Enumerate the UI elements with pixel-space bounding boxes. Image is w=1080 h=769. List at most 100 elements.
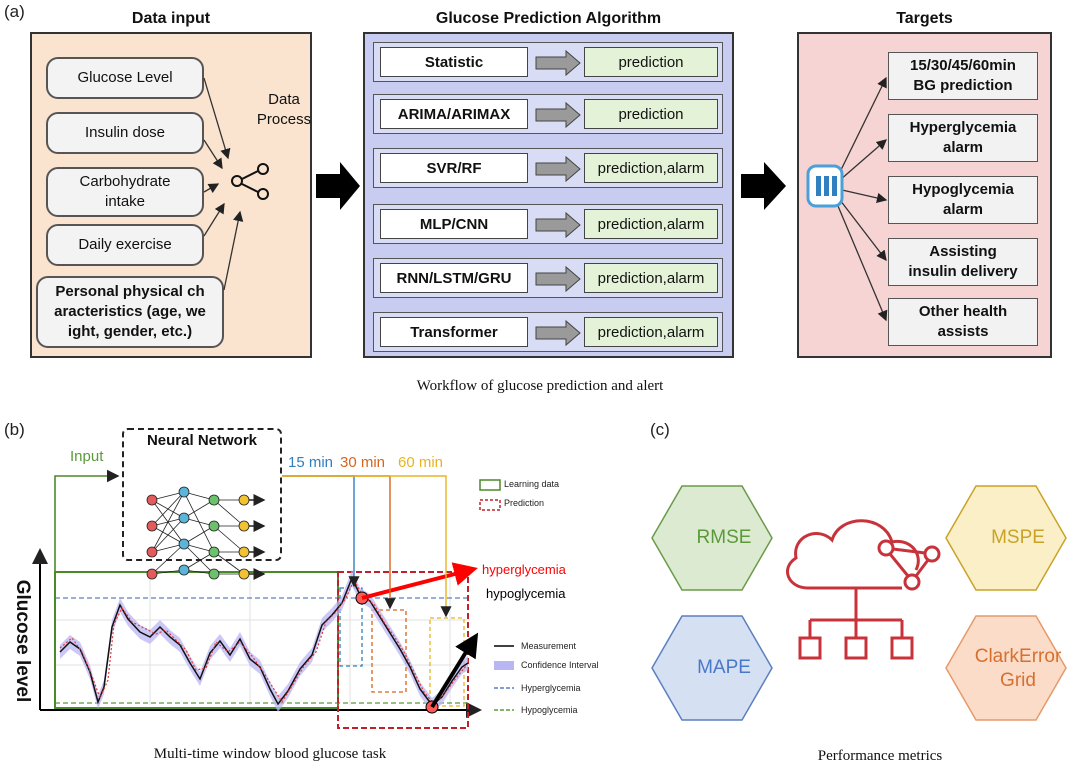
algo-output: prediction,alarm bbox=[584, 263, 718, 293]
algo-row-arima: ARIMA/ARIMAX prediction bbox=[373, 94, 723, 134]
algo-name: Transformer bbox=[380, 317, 528, 347]
input-label-line: Personal physical ch bbox=[55, 283, 205, 300]
workflow-graphics bbox=[203, 49, 888, 347]
share-icon bbox=[231, 163, 269, 200]
hex-rmse bbox=[651, 485, 773, 591]
horizon-15-connector bbox=[282, 475, 360, 588]
algo-arrows bbox=[535, 49, 581, 347]
algo-name: Statistic bbox=[380, 47, 528, 77]
target-arrows bbox=[837, 76, 888, 322]
algo-row-transformer: Transformer prediction,alarm bbox=[373, 312, 723, 352]
hex-mspe bbox=[945, 485, 1067, 591]
target-line: insulin delivery bbox=[908, 263, 1018, 280]
horizon-60: 60 min bbox=[398, 454, 444, 471]
caption-c: Performance metrics bbox=[817, 748, 943, 764]
target-line: Assisting bbox=[929, 243, 997, 260]
data-process-label: Data Process bbox=[256, 91, 312, 128]
input-personal-characteristics: Personal physical ch aracteristics (age,… bbox=[36, 276, 224, 348]
target-other-health: Other health assists bbox=[888, 298, 1038, 346]
input-label-line: intake bbox=[104, 193, 146, 210]
input-label: Glucose Level bbox=[77, 69, 173, 86]
legend-prediction-swatch bbox=[479, 499, 501, 511]
targets-title: Targets bbox=[896, 10, 953, 27]
algo-name: ARIMA/ARIMAX bbox=[380, 99, 528, 129]
target-bg-prediction: 15/30/45/60min BG prediction bbox=[888, 52, 1038, 100]
hex-mape bbox=[651, 615, 773, 721]
legend-measurement: Measurement bbox=[521, 641, 577, 651]
target-line: Hypoglycemia bbox=[912, 181, 1014, 198]
algo-output: prediction,alarm bbox=[584, 153, 718, 183]
target-hyperglycemia-alarm: Hyperglycemia alarm bbox=[888, 114, 1038, 162]
target-line: 15/30/45/60min bbox=[910, 57, 1016, 74]
legend-confidence: Confidence Interval bbox=[521, 660, 599, 670]
target-hypoglycemia-alarm: Hypoglycemia alarm bbox=[888, 176, 1038, 224]
data-input-title: Data input bbox=[131, 10, 211, 27]
metric-clarke-line: Grid bbox=[1000, 670, 1036, 691]
target-line: alarm bbox=[942, 139, 984, 156]
cloud-network-icon bbox=[786, 519, 941, 660]
algo-output: prediction bbox=[584, 99, 718, 129]
algo-output: prediction,alarm bbox=[584, 209, 718, 239]
learning-data-box bbox=[54, 571, 339, 709]
panel-c-label: (c) bbox=[650, 420, 670, 439]
target-line: BG prediction bbox=[913, 77, 1013, 94]
caption-a: Workflow of glucose prediction and alert bbox=[416, 378, 664, 394]
algorithm-panel bbox=[363, 32, 734, 358]
input-connector bbox=[54, 469, 120, 572]
algorithm-title: Glucose Prediction Algorithm bbox=[435, 10, 662, 27]
panel-a-label: (a) bbox=[4, 2, 25, 21]
input-label: Daily exercise bbox=[78, 236, 172, 253]
target-line: Hyperglycemia bbox=[909, 119, 1017, 136]
neural-network-icon bbox=[146, 486, 266, 580]
input-label-line: ight, gender, etc.) bbox=[67, 323, 193, 340]
horizon-60-connector bbox=[282, 475, 452, 618]
flow-arrow-2 bbox=[741, 162, 786, 210]
legend-prediction: Prediction bbox=[504, 498, 545, 508]
input-insulin-dose: Insulin dose bbox=[46, 112, 204, 154]
hyperglycemia-label: hyperglycemia bbox=[482, 562, 566, 577]
target-line: alarm bbox=[942, 201, 984, 218]
target-line: assists bbox=[937, 323, 989, 340]
panel-b-label: (b) bbox=[4, 420, 25, 439]
input-label: Insulin dose bbox=[84, 124, 166, 141]
confidence-band bbox=[60, 570, 468, 712]
algo-name: SVR/RF bbox=[380, 153, 528, 183]
hypo-arrow bbox=[430, 632, 479, 709]
horizon-30-box bbox=[371, 609, 407, 693]
horizon-30: 30 min bbox=[340, 454, 386, 471]
algo-name: MLP/CNN bbox=[380, 209, 528, 239]
input-glucose-level: Glucose Level bbox=[46, 57, 204, 99]
hypoglycemia-label: hypoglycemia bbox=[486, 586, 566, 601]
algo-name: RNN/LSTM/GRU bbox=[380, 263, 528, 293]
metric-clarke-line: ClarkError bbox=[974, 646, 1062, 667]
legend-learning-swatch bbox=[479, 479, 501, 491]
nn-title: Neural Network bbox=[146, 432, 258, 449]
input-carbohydrate: Carbohydrate intake bbox=[46, 167, 204, 217]
measurement-line bbox=[59, 576, 469, 707]
input-label-line: aracteristics (age, we bbox=[54, 303, 206, 320]
dashboard-icon bbox=[806, 164, 844, 208]
flow-arrow-1 bbox=[316, 162, 360, 210]
algo-output: prediction,alarm bbox=[584, 317, 718, 347]
algo-output: prediction bbox=[584, 47, 718, 77]
input-arrows bbox=[203, 77, 244, 291]
metric-rmse: RMSE bbox=[696, 527, 752, 548]
horizon-30-connector bbox=[282, 475, 396, 610]
metric-mspe: MSPE bbox=[991, 527, 1045, 548]
horizon-15: 15 min bbox=[288, 454, 334, 471]
hex-clarke bbox=[945, 615, 1067, 721]
legend-hyper-line: Hyperglycemia bbox=[521, 683, 581, 693]
target-line: Other health bbox=[918, 303, 1008, 320]
glucose-chart bbox=[32, 469, 514, 729]
target-insulin-delivery: Assisting insulin delivery bbox=[888, 238, 1038, 286]
legend-confidence-swatch bbox=[494, 661, 514, 670]
legend-hypo-line: Hypoglycemia bbox=[521, 705, 578, 715]
hyper-arrow bbox=[361, 562, 478, 600]
caption-b: Multi-time window blood glucose task bbox=[153, 746, 387, 762]
grid bbox=[55, 575, 470, 705]
metric-mape: MAPE bbox=[697, 657, 751, 678]
legend-learning-data: Learning data bbox=[504, 479, 560, 489]
input-label: Input bbox=[70, 448, 104, 465]
input-label-line: Carbohydrate bbox=[79, 173, 171, 190]
metrics-graphic bbox=[651, 485, 1067, 721]
